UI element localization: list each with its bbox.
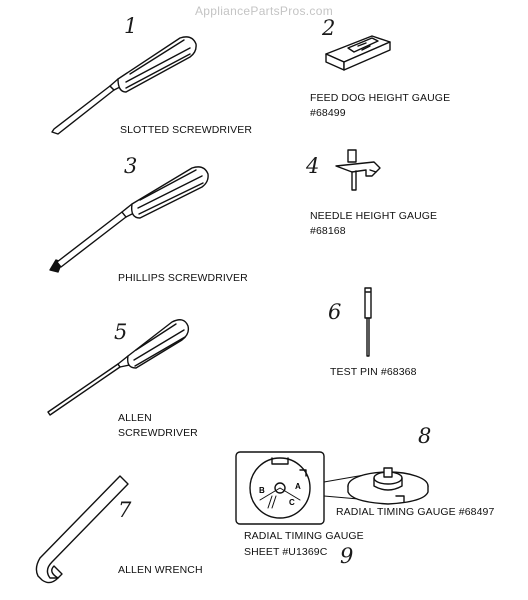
label-allen-screwdriver-2: SCREWDRIVER	[118, 427, 198, 439]
allen-screwdriver-drawing	[47, 319, 190, 416]
label-feed-dog-gauge-part: #68499	[310, 107, 346, 119]
slotted-screwdriver-drawing	[51, 36, 197, 135]
item-number-2: 2	[322, 16, 336, 40]
sheet-letter-a: A	[295, 482, 301, 491]
label-needle-height-gauge: NEEDLE HEIGHT GAUGE	[310, 210, 438, 222]
label-allen-wrench: ALLEN WRENCH	[118, 564, 203, 576]
radial-timing-sheet-drawing	[235, 451, 325, 525]
watermark: AppliancePartsPros.com	[195, 4, 333, 18]
sheet-letter-c: C	[289, 498, 295, 507]
label-radial-timing-sheet-1: RADIAL TIMING GAUGE	[244, 530, 364, 542]
label-test-pin: TEST PIN #68368	[330, 366, 417, 378]
radial-timing-gauge-drawing	[323, 467, 429, 505]
needle-height-gauge-drawing	[335, 149, 381, 191]
item-number-4: 4	[306, 154, 320, 178]
item-number-3: 3	[124, 154, 138, 178]
sheet-letter-b: B	[259, 486, 265, 495]
label-radial-timing-sheet-2: SHEET #U1369C	[244, 546, 328, 558]
label-radial-timing-gauge: RADIAL TIMING GAUGE #68497	[336, 506, 495, 518]
label-feed-dog-gauge: FEED DOG HEIGHT GAUGE	[310, 92, 451, 104]
feed-dog-gauge-drawing	[325, 35, 391, 71]
allen-wrench-drawing	[35, 475, 129, 584]
item-number-8: 8	[418, 424, 432, 448]
label-allen-screwdriver-1: ALLEN	[118, 412, 152, 424]
item-number-1: 1	[124, 14, 138, 38]
item-number-9: 9	[340, 544, 354, 568]
item-number-7: 7	[118, 498, 132, 522]
test-pin-drawing	[364, 287, 372, 357]
label-phillips-screwdriver: PHILLIPS SCREWDRIVER	[118, 272, 248, 284]
item-number-6: 6	[328, 300, 342, 324]
label-slotted-screwdriver: SLOTTED SCREWDRIVER	[120, 124, 252, 136]
item-number-5: 5	[114, 320, 128, 344]
phillips-screwdriver-drawing	[49, 166, 209, 273]
label-needle-height-gauge-part: #68168	[310, 225, 346, 237]
